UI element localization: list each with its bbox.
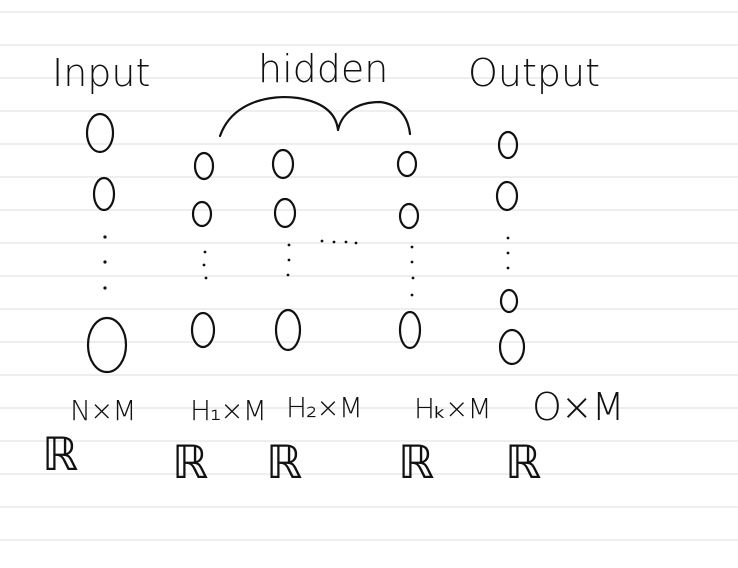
real-symbol: ℝ — [505, 435, 541, 489]
ellipsis-dot — [344, 240, 348, 244]
output-label: Output — [468, 51, 600, 95]
dimension-superscript: H₂×M — [286, 391, 362, 424]
real-symbol: ℝ — [42, 427, 78, 481]
hidden-node — [274, 308, 302, 352]
hidden-last-dimension: ℝ Hₖ×M — [398, 392, 492, 489]
ellipsis-dot — [202, 263, 206, 267]
hidden-second-dimension: ℝ H₂×M — [266, 391, 363, 489]
hidden-brace — [218, 95, 412, 138]
output-layer — [495, 130, 526, 366]
real-symbol: ℝ — [398, 435, 434, 489]
ellipsis-dot — [287, 258, 291, 262]
ellipsis-dot — [332, 240, 336, 244]
ellipsis-dot — [354, 241, 358, 245]
input-dimension: ℝ N×M — [42, 394, 137, 481]
ellipsis-dot — [506, 266, 510, 270]
ellipsis-dot — [506, 251, 510, 255]
output-node — [497, 130, 519, 160]
ellipsis-dot — [410, 293, 414, 297]
real-symbol: ℝ — [172, 435, 208, 489]
ellipsis-dot — [410, 245, 414, 249]
hidden-layer-second — [271, 148, 302, 352]
hidden-layer-first — [190, 151, 216, 349]
ellipsis-dot — [204, 276, 208, 280]
input-layer — [85, 112, 128, 374]
ellipsis-dot — [506, 236, 510, 240]
dimension-superscript: O×M — [532, 385, 624, 429]
ellipsis-dot — [203, 250, 207, 254]
hidden-layer-last — [396, 150, 422, 350]
hidden-label: hidden — [258, 47, 388, 91]
output-node — [495, 180, 519, 212]
ellipsis-dot — [103, 235, 107, 239]
hidden-first-dimension: ℝ H₁×M — [172, 394, 267, 489]
real-symbol: ℝ — [266, 435, 302, 489]
input-node — [85, 112, 115, 154]
ellipsis-dot — [320, 239, 324, 243]
ellipsis-dot — [286, 273, 290, 277]
dimension-superscript: H₁×M — [190, 394, 266, 427]
ellipsis-dot — [103, 286, 107, 290]
hidden-node — [193, 151, 215, 181]
input-node — [86, 316, 128, 374]
ellipsis-dot — [287, 243, 291, 247]
input-label: Input — [52, 51, 150, 95]
hidden-node — [191, 200, 213, 228]
output-node — [499, 288, 519, 314]
input-node — [92, 176, 116, 212]
dimension-superscript: Hₖ×M — [414, 392, 491, 425]
ellipsis-dot — [103, 260, 107, 264]
hidden-node — [398, 202, 420, 230]
ruled-lines — [0, 11, 738, 541]
output-node — [498, 328, 526, 366]
layer-ellipsis — [320, 239, 358, 245]
ellipsis-dot — [411, 276, 415, 280]
hidden-node — [398, 310, 422, 350]
hidden-node — [190, 311, 216, 349]
ellipsis-dot — [410, 260, 414, 264]
output-dimension: ℝ O×M — [505, 385, 625, 489]
hidden-node — [273, 197, 297, 229]
hidden-node — [271, 148, 295, 180]
dimension-superscript: N×M — [70, 394, 136, 427]
hidden-node — [396, 150, 418, 178]
